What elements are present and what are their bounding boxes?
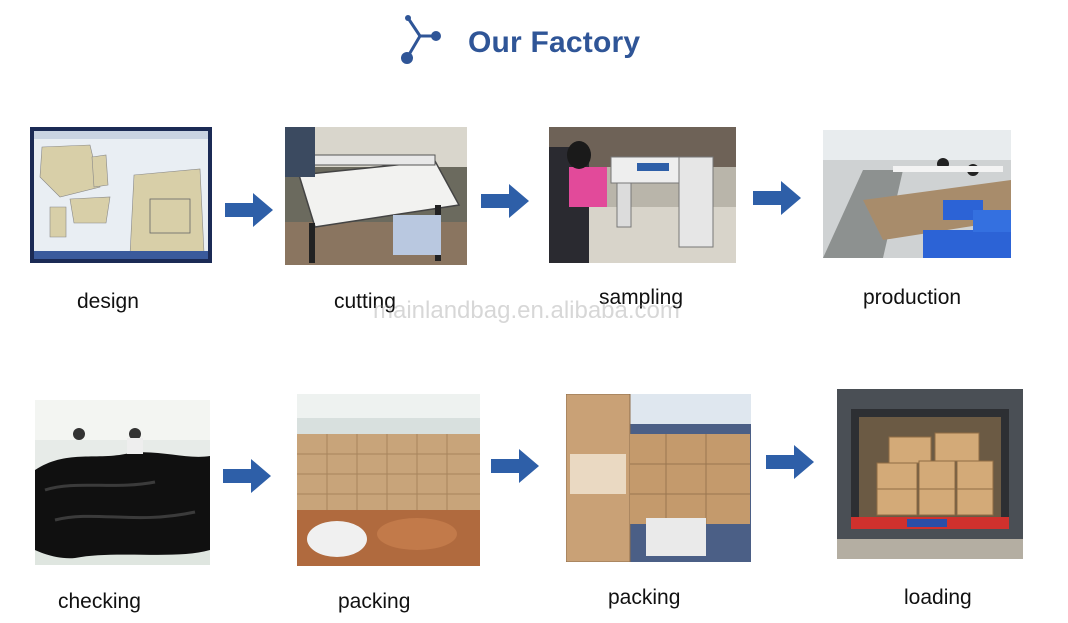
step-label-production: production: [863, 286, 962, 309]
arrow-right-icon: [766, 445, 814, 479]
page-header: Our Factory: [398, 12, 698, 72]
production-photo: [823, 130, 1011, 258]
arrow-right-icon: [753, 181, 801, 215]
packing-photo-2: [566, 394, 751, 562]
arrow-right-icon: [491, 449, 539, 483]
step-label-design: design: [77, 290, 139, 313]
cutting-photo: [285, 127, 467, 265]
step-label-loading: loading: [904, 586, 972, 609]
step-label-checking: checking: [58, 590, 141, 613]
arrow-right-icon: [225, 193, 273, 227]
step-label-packing-1: packing: [338, 590, 411, 613]
packing-photo-1: [297, 394, 480, 566]
checking-photo: [35, 400, 210, 565]
step-label-packing-2: packing: [608, 586, 681, 609]
watermark-text: mainlandbag.en.alibaba.com: [373, 297, 680, 324]
step-label-sampling: sampling: [599, 286, 684, 309]
design-photo: [30, 127, 212, 263]
arrow-right-icon: [223, 459, 271, 493]
sampling-photo: [549, 127, 736, 263]
network-nodes-icon: [401, 15, 441, 64]
step-label-cutting: cutting: [334, 290, 396, 313]
page-title: Our Factory: [468, 26, 641, 59]
arrow-right-icon: [481, 184, 529, 218]
loading-photo: [837, 389, 1023, 559]
